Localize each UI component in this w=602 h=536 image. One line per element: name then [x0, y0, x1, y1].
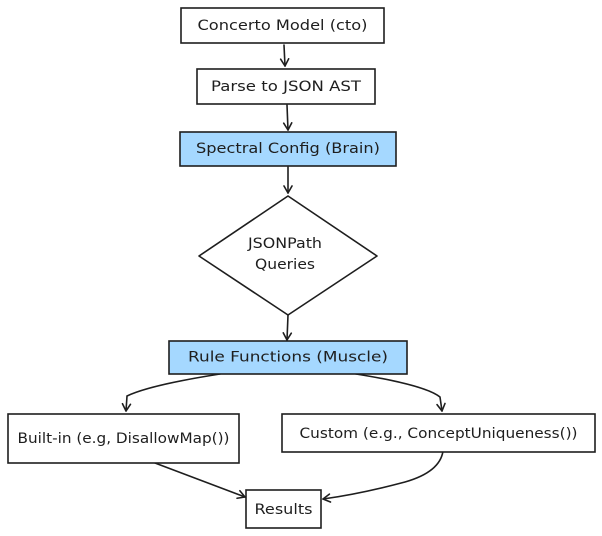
node-label-line1: JSONPath: [247, 236, 322, 252]
arrow-queries-to-rules: [282, 314, 293, 341]
node-box: [196, 68, 376, 105]
node-custom: Custom (e.g., ConceptUniqueness()): [281, 413, 596, 453]
node-built-in: Built-in (e.g, DisallowMap()): [7, 413, 240, 464]
node-box: [179, 131, 397, 167]
arrow-model-to-parse: [279, 44, 290, 67]
node-label: Custom (e.g., ConceptUniqueness()): [300, 426, 578, 442]
node-box: [281, 413, 596, 453]
node-spectral-config: Spectral Config (Brain): [179, 131, 397, 167]
connectors: [121, 44, 446, 503]
arrow-rules-to-custom: [355, 373, 446, 412]
node-rule-functions: Rule Functions (Muscle): [168, 340, 408, 375]
arrow-rules-to-builtin: [121, 373, 221, 412]
node-jsonpath-queries: JSONPath Queries: [198, 195, 378, 316]
arrow-builtin-to-results: [154, 462, 246, 500]
node-box: [245, 489, 322, 529]
decision-diamond: [198, 195, 378, 316]
node-concerto-model: Concerto Model (cto): [180, 7, 385, 44]
node-label: Concerto Model (cto): [198, 18, 368, 34]
node-results: Results: [245, 489, 322, 529]
node-label: Rule Functions (Muscle): [188, 350, 388, 366]
node-label: Parse to JSON AST: [211, 79, 362, 95]
node-label: Results: [255, 502, 313, 518]
node-box: [180, 7, 385, 44]
node-parse-json-ast: Parse to JSON AST: [196, 68, 376, 105]
node-label: Built-in (e.g, DisallowMap()): [18, 431, 230, 447]
node-label-line2: Queries: [255, 257, 315, 273]
arrow-parse-to-config: [282, 104, 293, 131]
node-box: [7, 413, 240, 464]
node-box: [168, 340, 408, 375]
node-label: Spectral Config (Brain): [196, 141, 380, 157]
arrow-custom-to-results: [322, 450, 444, 503]
